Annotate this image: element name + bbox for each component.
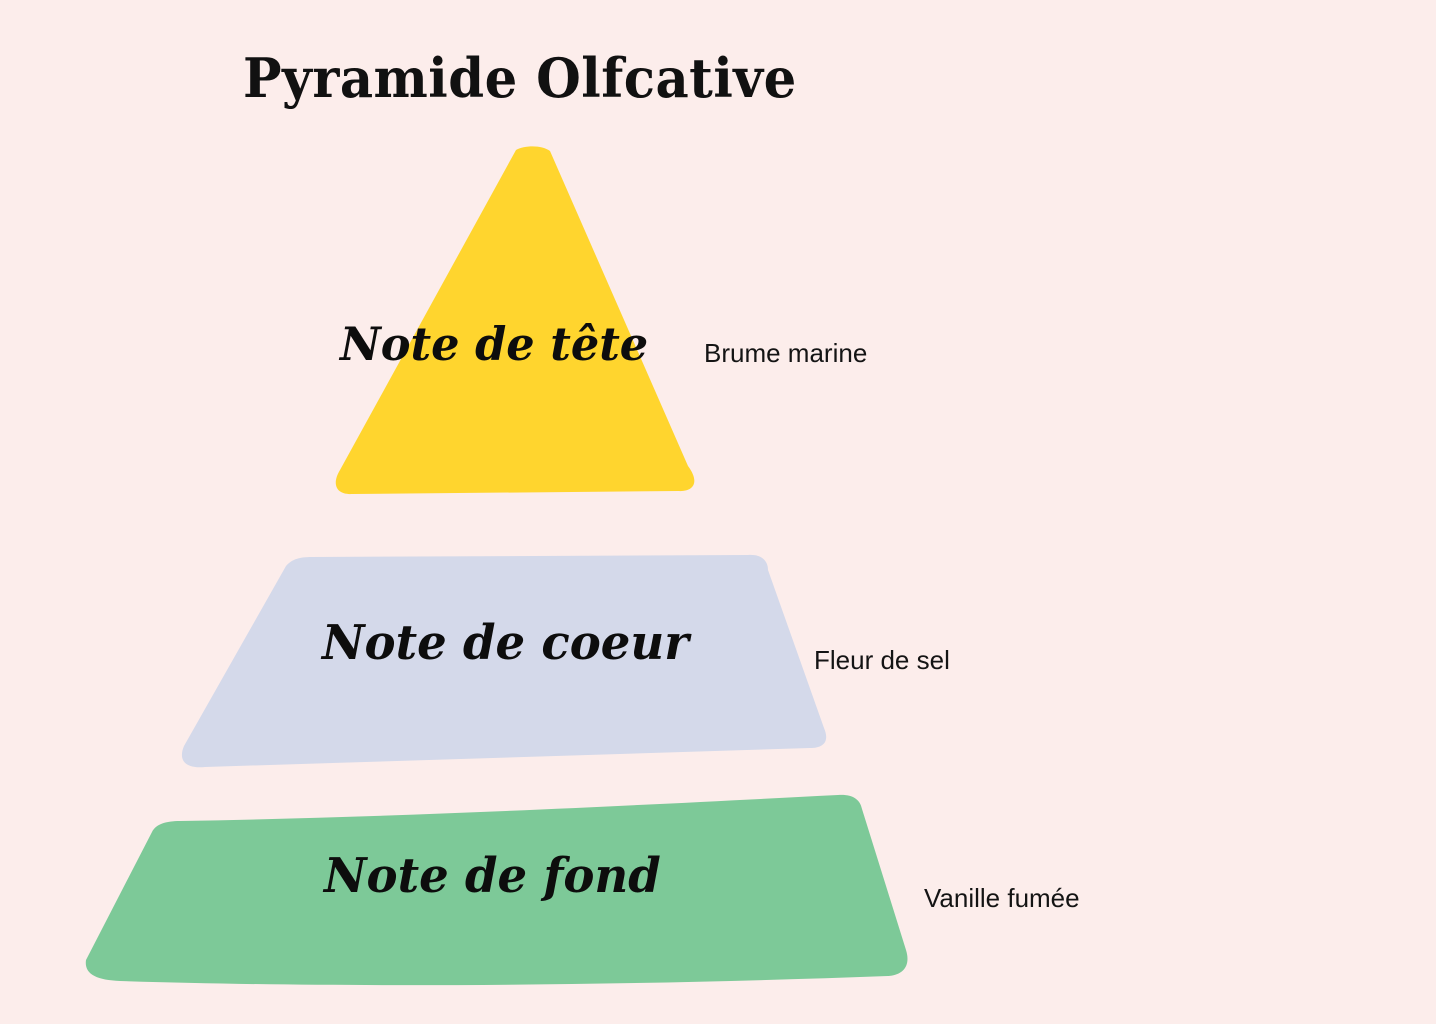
tier-note-top: Brume marine	[704, 338, 868, 368]
tier-note-heart: Fleur de sel	[814, 645, 950, 675]
tier-shape-base[interactable]	[85, 794, 908, 986]
tier-caption-top: Note de tête	[340, 317, 649, 371]
page-title: Pyramide Olfcative	[243, 46, 797, 110]
tier-caption-base: Note de fond	[324, 848, 661, 904]
tier-shape-top[interactable]	[335, 146, 695, 495]
tier-shape-heart[interactable]	[181, 554, 827, 768]
tier-note-base: Vanille fumée	[924, 883, 1080, 913]
tier-caption-heart: Note de coeur	[322, 615, 689, 671]
